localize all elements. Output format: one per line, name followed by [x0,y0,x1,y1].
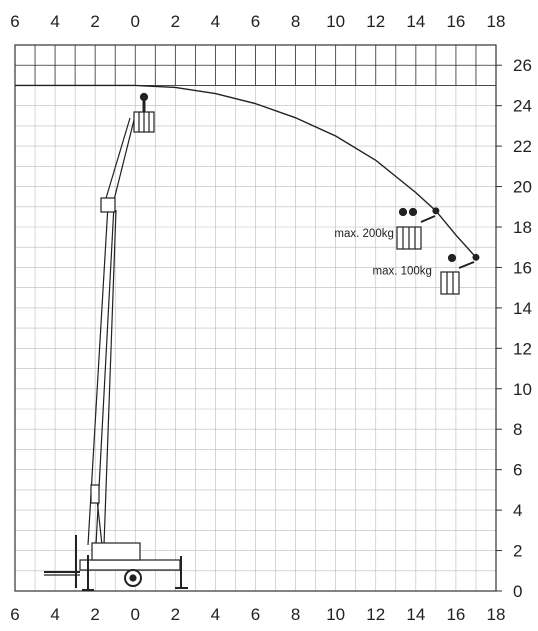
operator-head-3 [447,253,457,263]
annotation-100kg: max. 100kg [373,265,432,277]
load-point [472,253,480,261]
x-tick-label-top: 0 [131,12,140,31]
envelope-curve [15,84,477,258]
y-tick-label: 16 [513,258,532,277]
x-tick-label-bottom: 4 [211,605,220,624]
y-tick-label: 10 [513,380,532,399]
y-tick-label: 24 [513,97,532,116]
frame [14,44,497,592]
x-tick-label-bottom: 10 [326,605,345,624]
y-tick-label: 12 [513,339,532,358]
x-tick-label-bottom: 14 [406,605,425,624]
y-tick-label: 14 [513,299,532,318]
basket-200kg-arm [420,215,436,223]
upper-boom-edge [111,119,135,209]
y-tick-label: 6 [513,461,522,480]
working-envelope [15,84,480,261]
y-tick-label: 18 [513,218,532,237]
x-tick-label-bottom: 2 [90,605,99,624]
axis-ticks: 6644220022446688101012121414161618180246… [10,12,532,624]
y-tick-label: 0 [513,582,522,601]
operator-head-1 [398,207,408,217]
x-tick-label-top: 10 [326,12,345,31]
x-tick-label-bottom: 8 [291,605,300,624]
x-tick-label-bottom: 6 [251,605,260,624]
x-tick-label-top: 2 [90,12,99,31]
lower-boom-edge-2 [103,209,117,546]
x-tick-label-bottom: 18 [487,605,506,624]
y-tick-label: 4 [513,501,522,520]
boom-joint [100,197,116,213]
y-tick-label: 20 [513,178,532,197]
x-tick-label-bottom: 2 [171,605,180,624]
y-tick-label: 22 [513,137,532,156]
x-tick-label-top: 14 [406,12,425,31]
x-tick-label-top: 4 [50,12,59,31]
x-tick-label-top: 12 [366,12,385,31]
annotation-200kg: max. 200kg [334,228,393,240]
y-tick-label: 2 [513,542,522,561]
operator-head [139,92,149,102]
basket-100kg-arm [458,261,475,269]
x-tick-label-bottom: 0 [131,605,140,624]
x-tick-label-top: 8 [291,12,300,31]
x-tick-label-top: 2 [171,12,180,31]
x-tick-label-bottom: 6 [10,605,19,624]
basket-100kg [440,271,460,295]
x-tick-label-top: 16 [446,12,465,31]
trailer-wheel-hub [129,574,137,582]
x-tick-label-bottom: 4 [50,605,59,624]
grid [14,44,497,592]
x-tick-label-bottom: 16 [446,605,465,624]
x-tick-label-top: 18 [487,12,506,31]
x-tick-label-top: 4 [211,12,220,31]
operator-head-2 [408,207,418,217]
x-tick-label-top: 6 [251,12,260,31]
turret [91,542,141,561]
trailer-chassis [79,559,181,571]
upper-boom [103,117,131,206]
platform-illustration [44,92,475,591]
x-tick-label-bottom: 12 [366,605,385,624]
x-tick-label-top: 6 [10,12,19,31]
y-tick-label: 8 [513,420,522,439]
plot-frame [14,44,497,592]
load-point [432,207,440,215]
annotations: max. 200kg max. 100kg [334,228,432,278]
cylinder-body [90,484,100,504]
y-tick-label: 26 [513,56,532,75]
